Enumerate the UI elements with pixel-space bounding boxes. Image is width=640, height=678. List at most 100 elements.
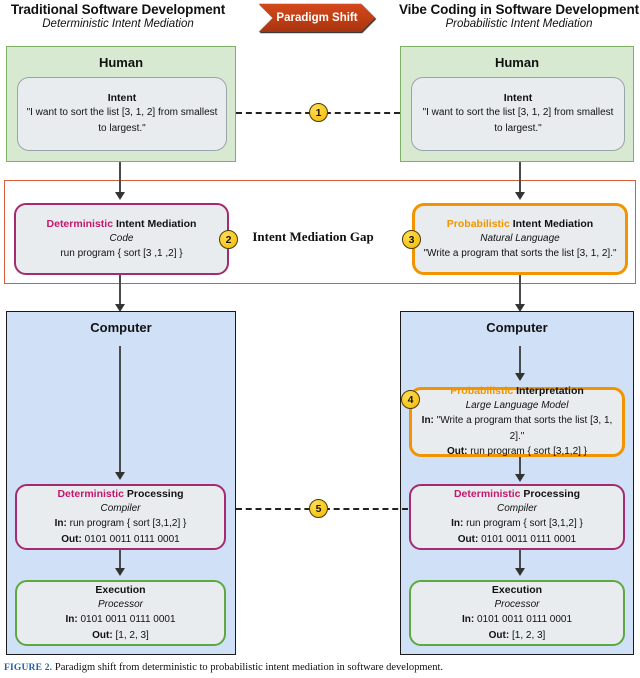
figure-caption-text: Paradigm shift from deterministic to pro…	[54, 662, 443, 673]
execution-heading-right: Execution	[491, 583, 543, 596]
mediation-subtitle-left: Code	[109, 232, 134, 244]
execution-in-value-left: 0101 0011 0111 0001	[80, 614, 176, 626]
arrow-human-to-mediation-left	[119, 162, 121, 194]
intent-heading-left: Intent	[107, 91, 137, 104]
processing-heading-right: Deterministic Processing	[454, 487, 580, 501]
execution-card-left: Execution Processor In: 0101 0011 0111 0…	[15, 580, 226, 646]
arrowhead-processing-to-execution-left	[115, 568, 125, 576]
paradigm-shift-label: Paradigm Shift	[276, 12, 358, 24]
interpretation-out-right: Out: run program { sort [3,1,2] }	[447, 444, 587, 460]
processing-in-left: In: run program { sort [3,1,2] }	[55, 516, 187, 532]
processing-kind-left: Deterministic	[57, 487, 124, 500]
execution-in-value-right: 0101 0011 0111 0001	[476, 614, 573, 626]
badge-1: 1	[309, 103, 328, 122]
mediation-heading-right: Probabilistic Intent Mediation	[447, 217, 593, 231]
intent-heading-right: Intent	[503, 91, 533, 104]
processing-in-label-left: In:	[54, 518, 67, 530]
execution-heading-left: Execution	[95, 583, 146, 596]
interpretation-heading-rest-right: Interpretation	[516, 385, 584, 398]
human-label-left: Human	[98, 55, 144, 70]
interpretation-kind-right: Probabilistic	[450, 385, 514, 398]
intent-text-left: "I want to sort the list [3, 1, 2] from …	[26, 107, 218, 135]
left-column-title: Traditional Software Development	[10, 2, 226, 17]
processing-out-value-left: 0101 0011 0111 0001	[84, 533, 180, 545]
processing-out-label-right: Out:	[457, 533, 479, 545]
processing-out-left: Out: 0101 0011 0111 0001	[61, 532, 179, 548]
mediation-kind-left: Deterministic	[46, 217, 114, 230]
processing-out-value-right: 0101 0011 0111 0001	[481, 533, 577, 545]
processing-subtitle-left: Compiler	[100, 503, 141, 515]
right-column-subtitle: Probabilistic Intent Mediation	[445, 18, 593, 30]
execution-out-right: Out: [1, 2, 3]	[489, 628, 546, 644]
computer-label-left: Computer	[90, 320, 152, 335]
arrowhead-human-to-mediation-right	[515, 192, 525, 200]
arrow-computer-to-interpretation-right	[519, 346, 521, 376]
interpretation-card-right: Probabilistic Interpretation Large Langu…	[409, 384, 625, 460]
arrow-human-to-mediation-right	[519, 162, 521, 194]
processing-card-right: Deterministic Processing Compiler In: ru…	[409, 484, 625, 550]
arrowhead-computer-to-interpretation-right	[515, 373, 525, 381]
left-column-subtitle: Deterministic Intent Mediation	[42, 18, 194, 30]
processing-in-label-right: In:	[451, 518, 464, 530]
mediation-kind-right: Probabilistic	[446, 217, 510, 230]
mediation-heading-rest-left: Intent Mediation	[115, 217, 197, 230]
figure-caption: FIGURE 2. Paradigm shift from determinis…	[4, 662, 634, 673]
intent-mediation-gap-band	[4, 180, 636, 284]
processing-in-value-left: run program { sort [3,1,2] }	[69, 518, 187, 530]
arrowhead-mediation-to-computer-right	[515, 304, 525, 312]
figure-number: FIGURE 2.	[4, 663, 53, 673]
right-column-title: Vibe Coding in Software Development	[398, 2, 640, 17]
arrowhead-human-to-mediation-left	[115, 192, 125, 200]
execution-out-left: Out: [1, 2, 3]	[92, 628, 149, 644]
human-panel-left: Human Intent "I want to sort the list [3…	[6, 46, 236, 162]
arrow-processing-to-execution-left	[119, 550, 121, 572]
arrow-mediation-to-computer-right	[519, 275, 521, 307]
human-label-right: Human	[494, 55, 540, 70]
badge-4: 4	[401, 390, 420, 409]
computer-panel-left: Computer Deterministic Processing Compil…	[6, 311, 236, 655]
execution-out-value-left: [1, 2, 3]	[115, 629, 149, 641]
execution-in-right: In: 0101 0011 0111 0001	[462, 612, 572, 628]
human-panel-right: Human Intent "I want to sort the list [3…	[400, 46, 634, 162]
intent-text-right: "I want to sort the list [3, 1, 2] from …	[422, 107, 614, 135]
interpretation-in-right: In: "Write a program that sorts the list…	[416, 413, 618, 444]
execution-in-label-right: In:	[461, 614, 475, 626]
execution-out-value-right: [1, 2, 3]	[511, 629, 546, 641]
processing-kind-right: Deterministic	[453, 487, 521, 500]
arrow-computer-to-processing-left	[119, 346, 121, 476]
intent-card-left: Intent "I want to sort the list [3, 1, 2…	[17, 77, 227, 151]
paradigm-shift-banner: Paradigm Shift	[259, 4, 375, 32]
processing-heading-left: Deterministic Processing	[57, 487, 183, 501]
arrowhead-computer-to-processing-left	[115, 472, 125, 480]
interpretation-out-label-right: Out:	[446, 446, 468, 458]
execution-in-label-left: In:	[65, 614, 78, 626]
computer-panel-right: Computer Probabilistic Interpretation La…	[400, 311, 634, 655]
arrowhead-processing-to-execution-right	[515, 568, 525, 576]
processing-in-right: In: run program { sort [3,1,2] }	[451, 516, 583, 532]
processing-card-left: Deterministic Processing Compiler In: ru…	[15, 484, 226, 550]
interpretation-in-value-right: "Write a program that sorts the list [3,…	[436, 415, 613, 442]
processing-out-right: Out: 0101 0011 0111 0001	[458, 532, 576, 548]
badge-3: 3	[402, 230, 421, 249]
mediation-body-right: "Write a program that sorts the list [3,…	[423, 247, 617, 259]
mediation-card-left: Deterministic Intent Mediation Code run …	[14, 203, 229, 275]
execution-in-left: In: 0101 0011 0111 0001	[65, 612, 175, 628]
interpretation-out-value-right: run program { sort [3,1,2] }	[470, 446, 588, 458]
processing-in-value-right: run program { sort [3,1,2] }	[466, 518, 583, 530]
arrowhead-mediation-to-computer-left	[115, 304, 125, 312]
arrow-interpretation-to-processing-right	[519, 457, 521, 479]
interpretation-heading-right: Probabilistic Interpretation	[450, 384, 584, 398]
intent-mediation-gap-title: Intent Mediation Gap	[252, 229, 374, 244]
badge-2: 2	[219, 230, 238, 249]
execution-card-right: Execution Processor In: 0101 0011 0111 0…	[409, 580, 625, 646]
badge-5: 5	[309, 499, 328, 518]
processing-out-label-left: Out:	[61, 533, 82, 545]
mediation-heading-rest-right: Intent Mediation	[512, 217, 594, 230]
execution-out-label-right: Out:	[488, 629, 510, 641]
processing-subtitle-right: Compiler	[496, 503, 537, 515]
execution-subtitle-right: Processor	[494, 599, 540, 611]
mediation-body-left: run program { sort [3 ,1 ,2] }	[60, 247, 183, 259]
intent-card-right: Intent "I want to sort the list [3, 1, 2…	[411, 77, 625, 151]
processing-heading-rest-right: Processing	[523, 487, 581, 500]
interpretation-subtitle-right: Large Language Model	[465, 400, 569, 412]
